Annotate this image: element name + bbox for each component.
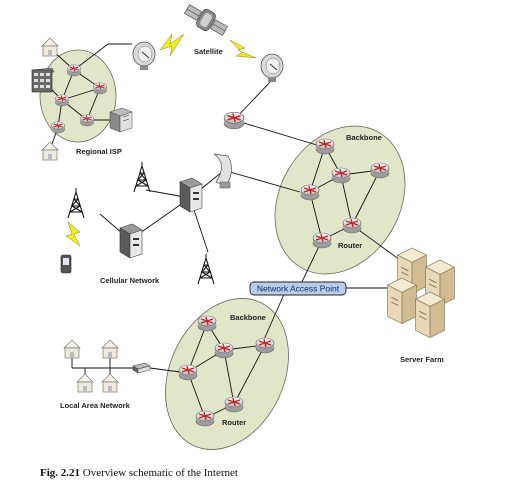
house-icon <box>76 373 94 393</box>
server-farm-label: Server Farm <box>400 355 444 364</box>
router-icon <box>66 64 82 77</box>
network-switch-icon <box>179 177 203 213</box>
router-icon <box>195 410 215 427</box>
house-icon <box>41 37 59 57</box>
router-icon <box>54 94 70 107</box>
router-icon <box>224 396 244 413</box>
router-icon <box>92 82 108 95</box>
router-icon <box>331 167 351 184</box>
figure-caption: Fig. 2.21 Overview schematic of the Inte… <box>40 467 520 479</box>
router-bottom-label: Router <box>222 418 246 427</box>
satellite-link-bolts <box>65 33 257 247</box>
server-rack-icon <box>109 107 133 133</box>
house-icon <box>41 141 59 161</box>
backbone-bottom-label: Backbone <box>230 313 266 322</box>
figure-caption-text: Overview schematic of the Internet <box>82 467 238 479</box>
router-icon <box>223 111 245 130</box>
house-icon <box>101 373 119 393</box>
server-farm-icon <box>387 247 455 339</box>
backbone-bottom-cloud <box>165 298 289 450</box>
modem-bank-icon <box>31 67 55 93</box>
router-icon <box>342 217 362 234</box>
router-icon <box>79 114 95 127</box>
local-area-network-label: Local Area Network <box>60 401 131 410</box>
regional-isp-label: Regional ISP <box>76 147 122 156</box>
dish-antenna-icon <box>213 153 232 189</box>
satellite-label: Satellite <box>194 47 223 56</box>
router-icon <box>178 364 198 381</box>
dish-antenna-icon <box>260 53 284 83</box>
mobile-phone-icon <box>60 254 72 274</box>
network-access-point-label: Network Access Point <box>257 284 340 294</box>
router-icon <box>370 162 390 179</box>
router-icon <box>315 138 335 155</box>
router-icon <box>214 342 234 359</box>
cell-tower-icon <box>133 161 151 193</box>
dish-antenna-icon <box>132 41 156 71</box>
figure-number: Fig. 2.21 <box>40 467 81 479</box>
backbone-top-label: Backbone <box>346 133 382 142</box>
router-icon <box>197 315 217 332</box>
router-icon <box>255 337 275 354</box>
network-access-point-box: Network Access Point <box>249 281 347 296</box>
lan-hub-icon <box>132 362 151 374</box>
house-icon <box>101 339 119 359</box>
router-icon <box>312 232 332 249</box>
cell-tower-icon <box>67 187 85 219</box>
satellite-icon <box>184 4 228 36</box>
network-switch-icon <box>119 223 143 259</box>
cellular-network-label: Cellular Network <box>100 276 160 285</box>
router-icon <box>50 121 66 134</box>
router-icon <box>300 184 320 201</box>
router-top-label: Router <box>338 241 362 250</box>
cell-tower-icon <box>197 253 215 285</box>
house-icon <box>63 339 81 359</box>
backbone-top-cloud <box>274 125 406 275</box>
